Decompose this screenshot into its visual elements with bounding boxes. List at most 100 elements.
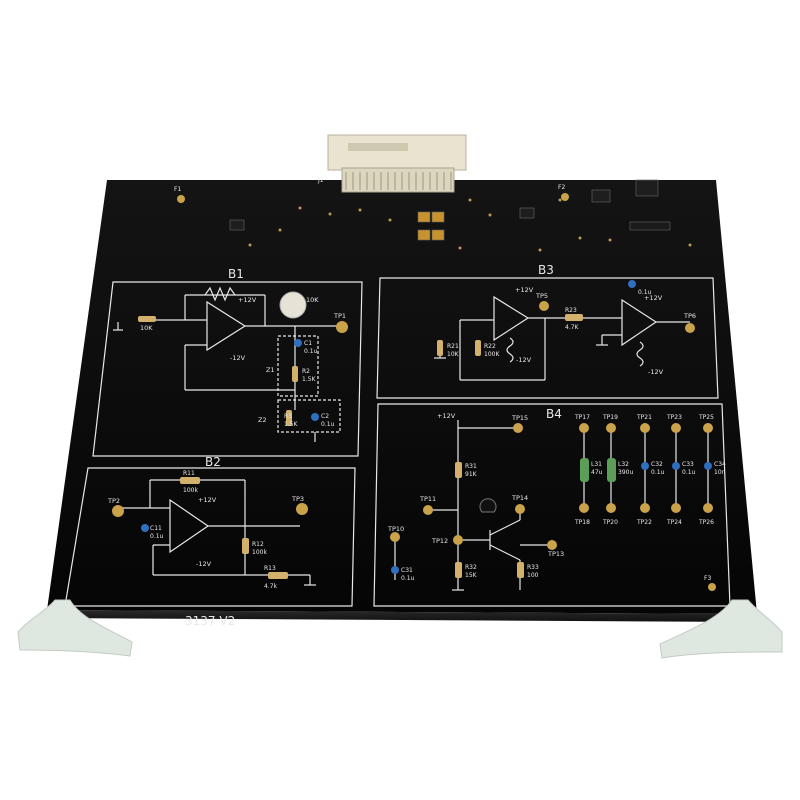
b4-l32	[607, 458, 616, 482]
b4-tp14-label: TP14	[511, 494, 528, 502]
tp6-pad	[685, 323, 695, 333]
b4-tp24-label: TP24	[666, 519, 682, 526]
b2-r11-val: 100k	[183, 487, 198, 494]
b1-r3-ref: R3	[284, 413, 292, 420]
b1-plus12: +12V	[238, 296, 257, 304]
b3-r22-val: 100K	[484, 351, 500, 358]
b2-tp3-label: TP3	[291, 495, 304, 503]
b4-r31	[455, 462, 462, 478]
b4-c31	[391, 566, 399, 574]
b3-r23	[565, 314, 583, 321]
b4-transistor	[479, 498, 497, 513]
b2-r12-ref: R12	[252, 541, 264, 548]
b2-c11-ref: C11	[150, 525, 162, 532]
b1-c2-val: 0.1u	[321, 421, 335, 428]
b4-tp11-label: TP11	[419, 495, 436, 503]
b4-c33-val: 0.1u	[682, 469, 696, 476]
board-model-label: 3137 V2	[185, 614, 235, 628]
fuse-f2: F2	[558, 184, 569, 201]
b4-plus12: +12V	[437, 412, 456, 420]
b3-r22	[475, 340, 481, 356]
b1-r3	[286, 410, 292, 426]
b4-tp18-label: TP18	[574, 519, 590, 526]
b4-tp26-label: TP26	[698, 519, 714, 526]
b1-r2-val: 1.5K	[302, 376, 317, 383]
b3-r21-ref: R21	[447, 343, 459, 350]
b1-potentiometer	[279, 291, 307, 319]
b1-c1-ref: C1	[304, 340, 312, 347]
svg-text:F2: F2	[558, 184, 565, 191]
b1-r2	[292, 366, 298, 382]
b4-c33	[672, 462, 680, 470]
b4-l31	[580, 458, 589, 482]
b1-tp1-label: TP1	[333, 312, 346, 320]
b3-cap-val: 0.1u	[638, 289, 652, 296]
b1-minus12: -12V	[230, 354, 246, 362]
b3-title: B3	[538, 263, 554, 277]
right-ejector-clip	[659, 599, 783, 659]
b1-z1: Z1	[266, 366, 275, 374]
b4-l32-ref: L32	[618, 461, 629, 468]
b3-r21-val: 10K	[447, 351, 460, 358]
b2-r13-ref: R13	[264, 565, 276, 572]
b4-c32	[641, 462, 649, 470]
edge-connector	[327, 134, 467, 193]
b2-c11-val: 0.1u	[150, 533, 164, 540]
b4-r32-ref: R32	[465, 564, 477, 571]
b2-c11	[141, 524, 149, 532]
b4-r32-val: 15K	[465, 572, 478, 579]
b2-title: B2	[205, 455, 221, 469]
b2-r13-val: 4.7k	[264, 583, 278, 590]
svg-text:F1: F1	[174, 186, 181, 193]
b3-r21	[437, 340, 443, 356]
b3-tp5-label: TP5	[535, 292, 548, 300]
b1-rin-label: 10K	[140, 324, 153, 332]
svg-text:F3: F3	[704, 575, 711, 582]
b3-minus12-a: -12V	[516, 356, 532, 364]
b4-r32	[455, 562, 462, 578]
b3-plus12-b: +12V	[644, 294, 663, 302]
b2-r12-val: 100k	[252, 549, 267, 556]
connector-label: J1	[317, 177, 324, 184]
b2-r11-ref: R11	[183, 470, 195, 477]
b4-title: B4	[546, 407, 562, 421]
b4-c33-ref: C33	[682, 461, 694, 468]
b4-tp12-label: TP12	[431, 537, 448, 545]
b4-tp19-label: TP19	[602, 414, 618, 421]
b4-r33-ref: R33	[527, 564, 539, 571]
b4-l31-ref: L31	[591, 461, 602, 468]
b1-c1-val: 0.1u	[304, 348, 318, 355]
b4-c32-val: 0.1u	[651, 469, 665, 476]
b1-c2	[311, 413, 319, 421]
b1-z2: Z2	[258, 416, 267, 424]
block-b1	[92, 281, 363, 457]
b4-tp22-label: TP22	[636, 519, 652, 526]
b3-tp6-label: TP6	[683, 312, 696, 320]
b4-c34-val: 10n	[714, 469, 726, 476]
b2-r11	[180, 477, 200, 484]
b4-tp21-label: TP21	[636, 414, 652, 421]
b3-r23-ref: R23	[565, 307, 577, 314]
b3-r22-ref: R22	[484, 343, 496, 350]
b3-cap	[628, 280, 636, 288]
b2-tp2-label: TP2	[107, 497, 120, 505]
b3-minus12-b: -12V	[648, 368, 664, 376]
b4-c31-val: 0.1u	[401, 575, 415, 582]
b4-tp13-label: TP13	[547, 550, 564, 558]
b4-tp25-label: TP25	[698, 414, 714, 421]
b4-l32-val: 390u	[618, 469, 633, 476]
b4-tp23-label: TP23	[666, 414, 682, 421]
tp2-pad	[112, 505, 124, 517]
b4-r31-ref: R31	[465, 463, 477, 470]
b4-r33	[517, 562, 524, 578]
fuse-f1: F1	[174, 186, 185, 203]
b2-minus12: -12V	[196, 560, 212, 568]
b1-resistor-in	[138, 316, 156, 322]
b4-test-pads	[390, 423, 713, 550]
b4-tp20-label: TP20	[602, 519, 618, 526]
b4-r33-val: 100	[527, 572, 539, 579]
b2-plus12: +12V	[198, 496, 217, 504]
tp3-pad	[296, 503, 308, 515]
smd-components	[229, 179, 671, 241]
tp1-pad	[336, 321, 348, 333]
